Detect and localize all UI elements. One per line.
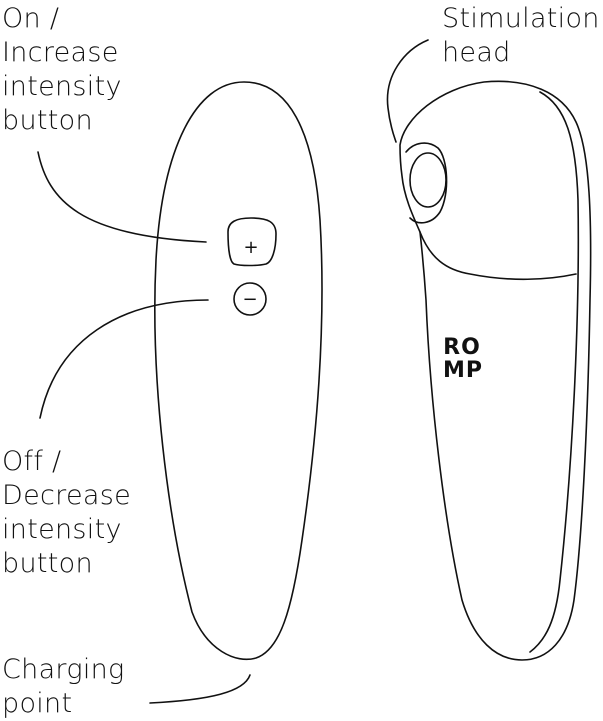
label-line: Stimulation [442,3,600,34]
plus-icon: + [243,237,258,258]
label-line: Increase [2,37,119,68]
stimulation-head-opening [409,152,447,208]
decrease-button-outline [233,282,267,316]
device-side-head-underside [419,231,577,281]
device-front-body [154,81,323,660]
stimulation-head-rim [405,142,448,224]
label-line: button [2,548,93,579]
label-stimulation-head: Stimulation head [442,2,600,70]
label-line: Decrease [2,480,131,511]
brand-logo-line1: RO [443,335,481,360]
device-side-inner-curve [529,91,580,653]
device-side-body [399,80,592,661]
leader-line-increase [37,151,207,243]
leader-line-stimulation-head [386,39,429,143]
label-line: Off / [2,446,62,477]
label-line: point [2,688,73,719]
label-off-decrease: Off / Decrease intensity button [2,445,131,581]
leader-line-decrease [39,299,209,419]
label-line: On / [2,3,60,34]
label-on-increase: On / Increase intensity button [2,2,122,138]
brand-logo-line2: MP [443,358,483,383]
label-line: intensity [2,71,122,102]
label-line: intensity [2,514,122,545]
label-line: button [2,105,93,136]
increase-button-outline [227,217,277,267]
minus-icon: − [242,289,257,310]
label-line: Charging [2,654,125,685]
leader-line-charging [149,674,251,704]
label-charging-point: Charging point [2,653,125,721]
label-line: head [442,37,511,68]
